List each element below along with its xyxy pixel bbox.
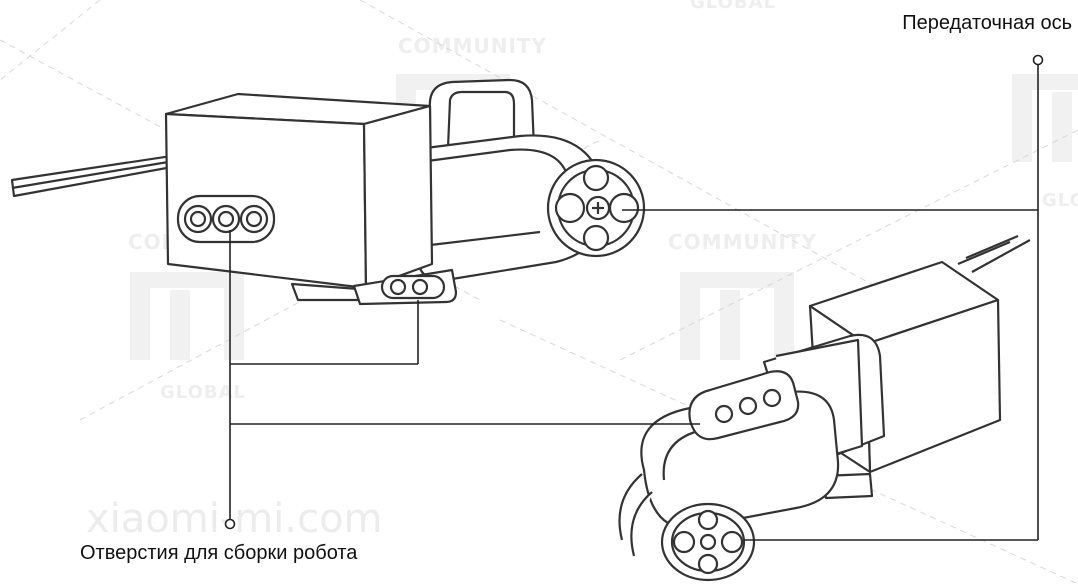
motor-left bbox=[10, 78, 646, 306]
transmission-axis-label: Передаточная ось bbox=[902, 12, 1072, 34]
robot-assembly-holes-label: Отверстия для сборки робота bbox=[80, 542, 358, 564]
motor-right bbox=[618, 234, 1031, 582]
callout-lines bbox=[229, 64, 1039, 541]
callout-anchors bbox=[224, 54, 1044, 530]
